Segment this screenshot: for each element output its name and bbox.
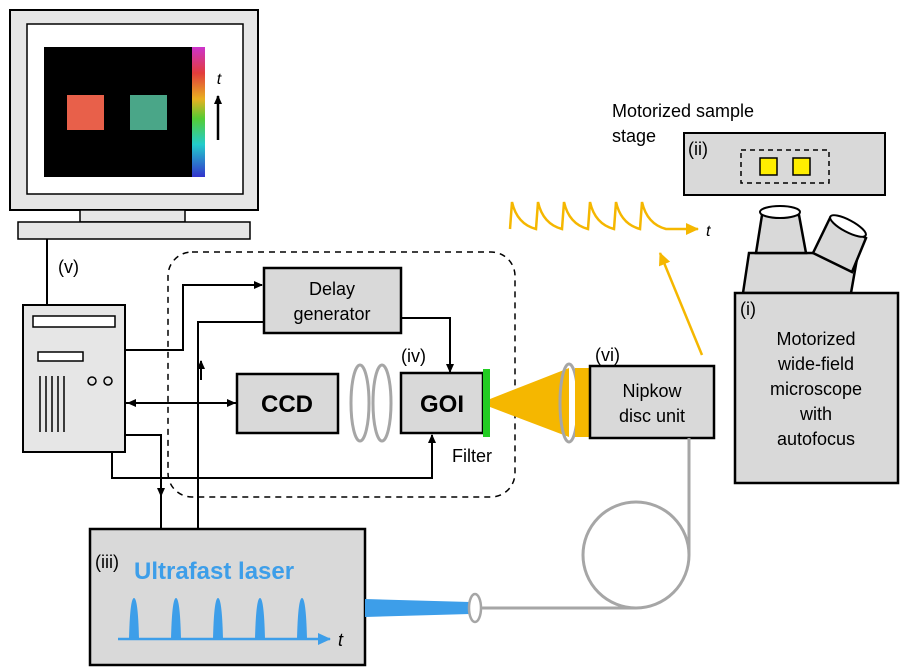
microscope-label-line4: with [799,404,832,424]
nipkow-tag: (vi) [595,345,620,365]
laser-output-beam [365,599,470,617]
stage-label-line2: stage [612,126,656,146]
sample-well-1 [759,157,778,176]
fluorescence-beam [490,368,569,437]
relay-lens-2 [371,363,393,443]
microscope-label-line5: autofocus [777,429,855,449]
fluorescence-emission-arrow [658,252,704,356]
emission-filter [483,369,490,437]
sample-area-dashed [740,149,830,184]
microscope-label-line1: Motorized [776,329,855,349]
nipkow-label-line2: disc unit [619,406,685,426]
ultrafast-laser-box [88,527,367,667]
keyboard [17,221,251,240]
ccd-box [235,372,340,435]
nipkow-label-line1: Nipkow [622,381,682,401]
microscope-label-line3: microscope [770,379,862,399]
laser-time-label: t [338,630,344,650]
laser-label: Ultrafast laser [134,558,294,585]
computer-tower [22,304,126,453]
monitor-neck [79,209,186,223]
lifetime-square-red [67,95,104,130]
laser-tag: (iii) [95,552,119,572]
sample-stage-box [683,132,886,196]
color-scale-bar [192,47,205,177]
detection-enclosure [167,251,516,498]
fluorescence-decay-trace [508,201,699,235]
control-wiring [111,281,454,528]
goi-box [399,371,485,435]
delay-generator-box [262,266,403,335]
computer-tag: (v) [58,257,79,277]
delay-generator-label-line1: Delay [309,279,355,299]
ccd-label: CCD [261,391,313,418]
microscope-label-line2: wide-field [777,354,854,374]
microscope-illustration [741,205,868,295]
microscope-tag: (i) [740,299,756,319]
lifetime-square-teal [130,95,167,130]
lifetime-image-display [44,47,192,177]
delay-generator-label-line2: generator [293,304,370,324]
monitor-time-label: t [217,71,222,88]
nipkow-disc-box [588,364,716,440]
sample-well-2 [792,157,811,176]
goi-label: GOI [420,391,464,418]
fluorescence-time-label: t [706,223,711,240]
goi-tag: (iv) [401,346,426,366]
laser-pulse-train [129,598,307,639]
optical-fiber [481,438,691,610]
stage-tag: (ii) [688,139,708,159]
filter-label: Filter [452,446,492,466]
fluorescence-beam-segment [575,368,590,437]
stage-label-line1: Motorized sample [612,101,754,121]
relay-lens-1 [349,363,371,443]
fiber-coupling-lens [467,592,483,624]
computer-monitor: t [9,9,259,240]
microscope-box [733,291,900,485]
